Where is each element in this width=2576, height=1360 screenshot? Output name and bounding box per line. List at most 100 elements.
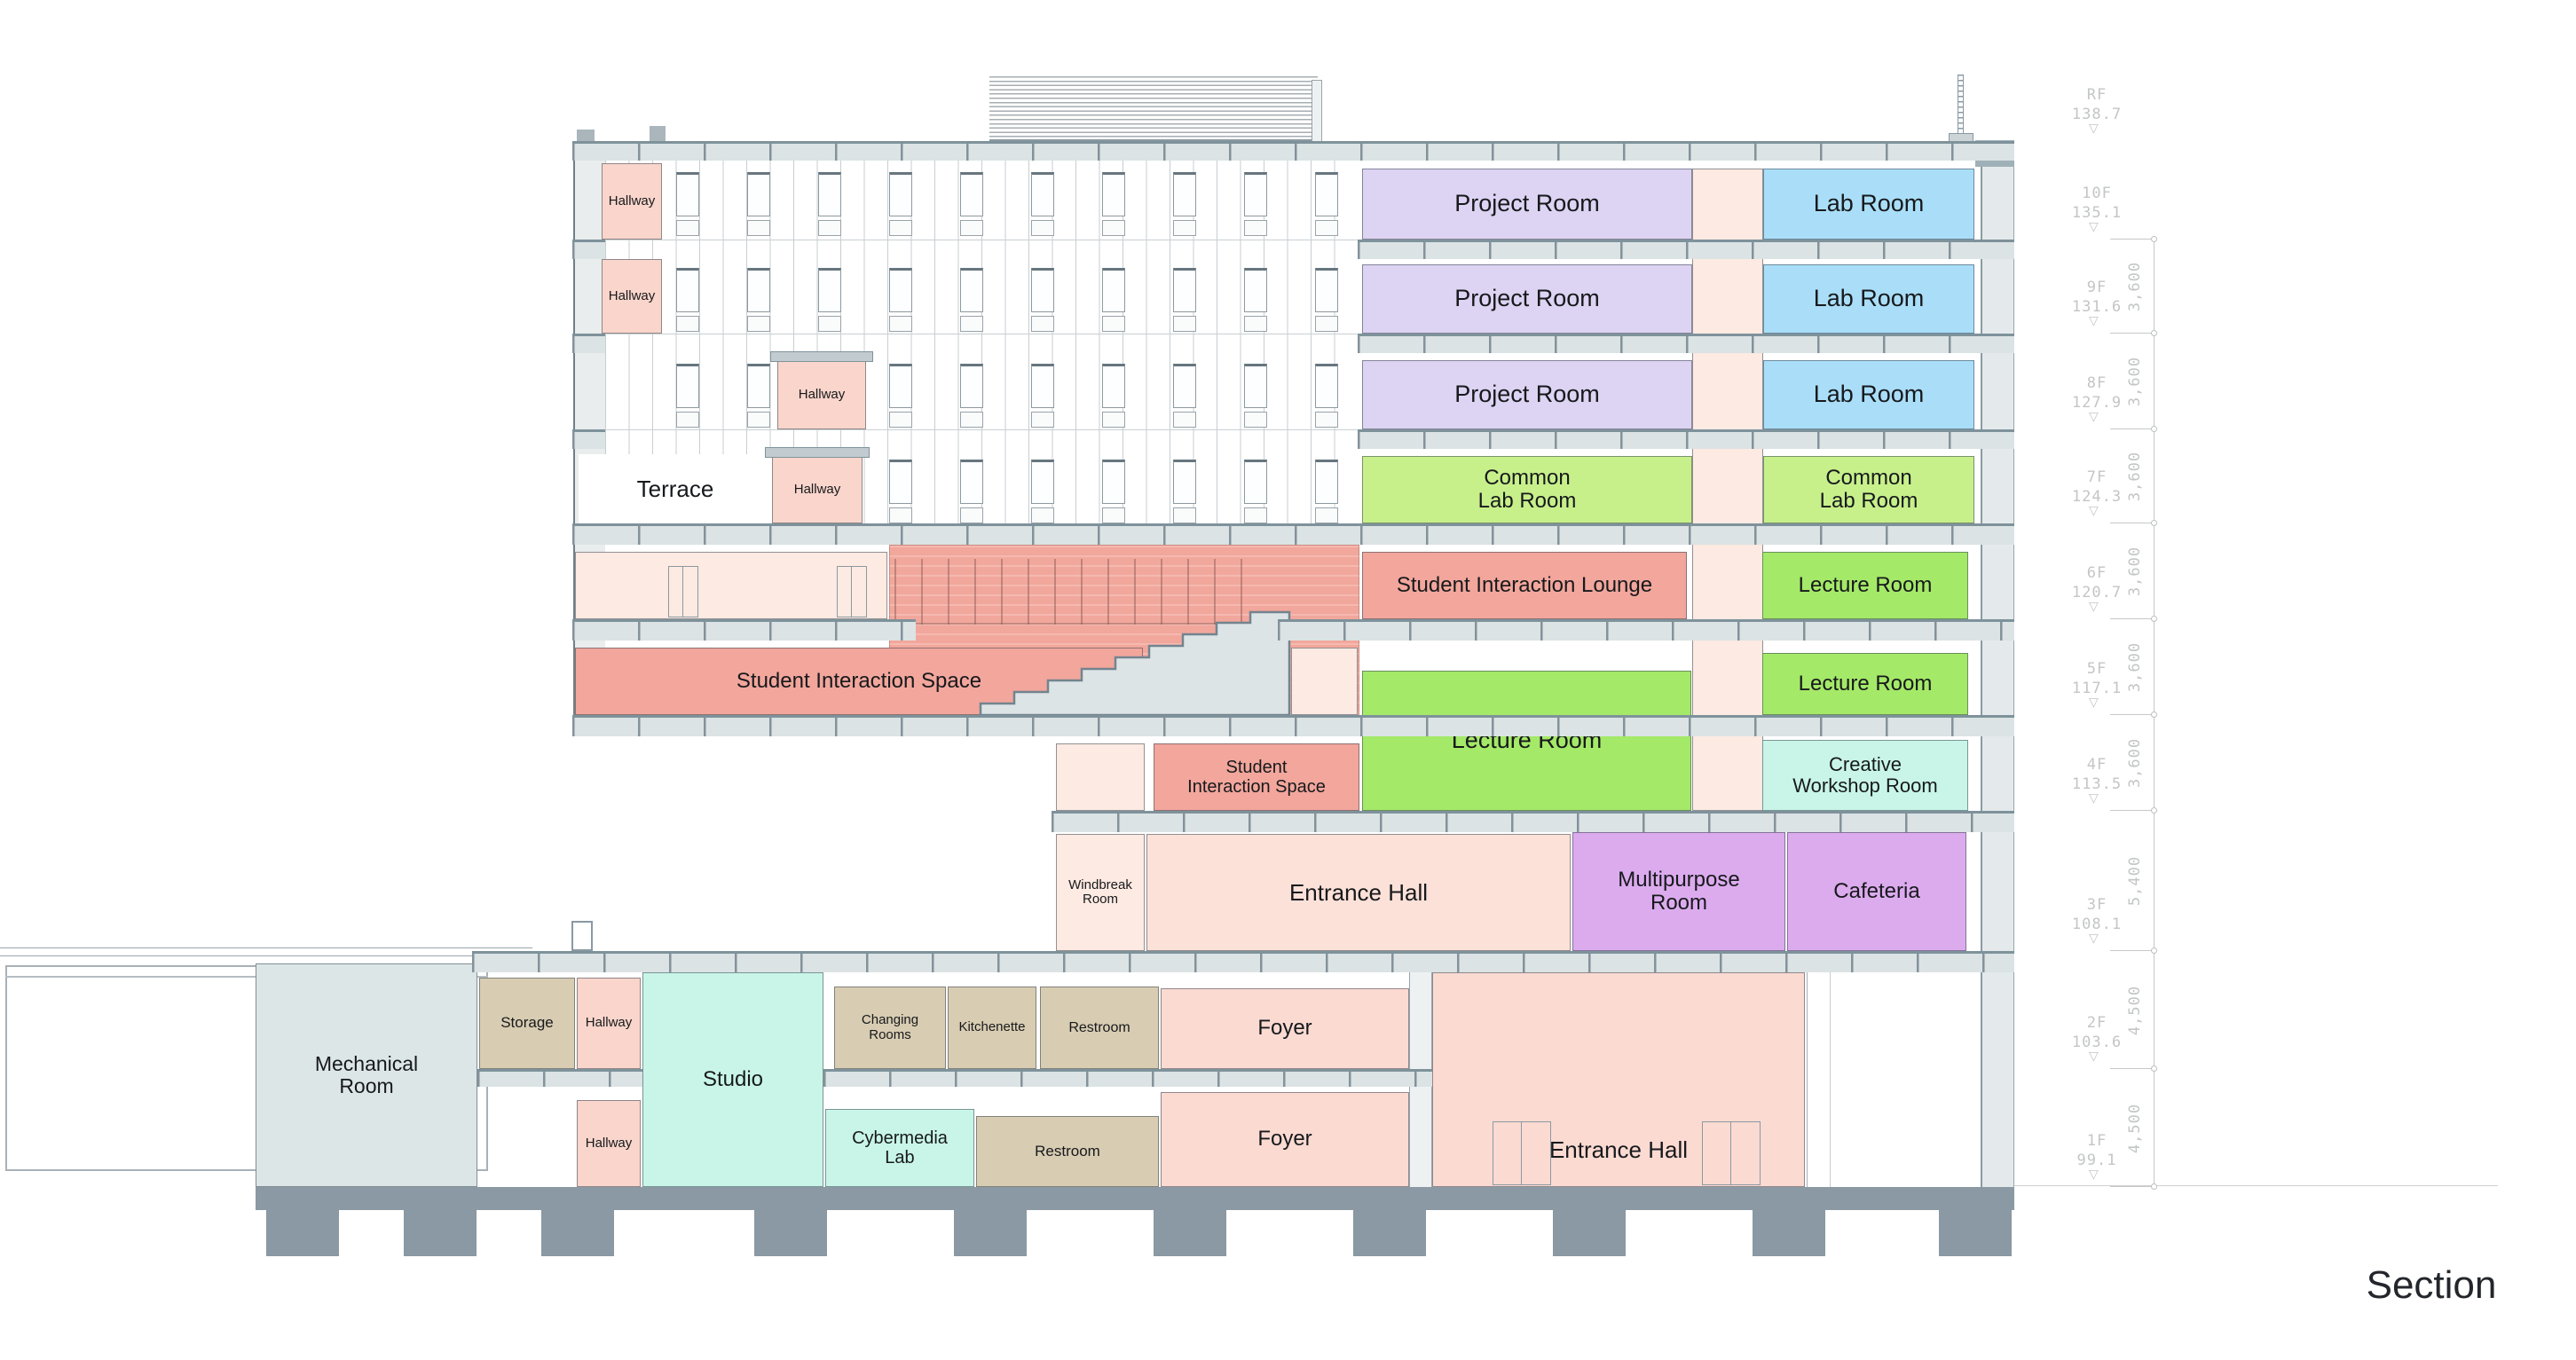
facade-window [1031, 460, 1054, 504]
level-node [2151, 236, 2157, 242]
level-elevation: 113.5 [2071, 775, 2123, 793]
facade-window-transom [889, 412, 912, 428]
level-datum-icon: ▽ [2089, 1167, 2099, 1182]
level-node [2151, 711, 2157, 718]
door-frame [1493, 1121, 1551, 1185]
footing-pier [541, 1208, 614, 1256]
facade-window [818, 172, 841, 216]
floor-slab [572, 240, 605, 259]
wall-line [1830, 972, 1831, 1187]
facade-window-transom [889, 507, 912, 523]
room-student-interaction-space-4f: Student Interaction Space [1154, 743, 1359, 811]
room-entrance-hall-3f: Entrance Hall [1146, 834, 1571, 951]
room-project-room-8f: Project Room [1362, 360, 1692, 429]
facade-window [1102, 172, 1125, 216]
room-label: Restroom [1035, 1142, 1100, 1160]
section-title: Section [2366, 1263, 2497, 1307]
room-shaft-4f [1056, 743, 1145, 811]
room-label: Lecture Room [1798, 572, 1933, 597]
room-label: Project Room [1454, 381, 1600, 408]
facade-window [960, 460, 983, 504]
facade-window-transom [1031, 316, 1054, 332]
facade-window [1173, 364, 1196, 408]
facade-window [1244, 460, 1267, 504]
facade-window [1031, 364, 1054, 408]
facade-window [1173, 460, 1196, 504]
floor-slab [823, 1069, 1432, 1087]
foundation-beam [256, 1187, 2014, 1210]
level-tick-line [2110, 950, 2155, 951]
level-name: 10F [2082, 185, 2112, 202]
level-node [2151, 947, 2157, 954]
facade-window-transom [960, 316, 983, 332]
facade-window [889, 364, 912, 408]
facade-window-transom [1173, 220, 1196, 236]
room-label: Hallway [585, 1135, 633, 1151]
ground-line [2014, 1185, 2498, 1186]
vent-stack [571, 921, 593, 951]
facade-window-transom [960, 220, 983, 236]
facade-window [1244, 364, 1267, 408]
room-label: Project Room [1454, 285, 1600, 312]
level-node [2151, 1065, 2157, 1072]
facade-window-transom [747, 220, 770, 236]
footing-pier [266, 1208, 339, 1256]
room-label: Cybermedia Lab [852, 1128, 948, 1167]
facade-window [1031, 268, 1054, 312]
facade-window [747, 364, 770, 408]
room-label: Multipurpose Room [1618, 867, 1740, 915]
facade-window-transom [1102, 316, 1125, 332]
footing-pier [1154, 1208, 1226, 1256]
hallway-roof-cap [765, 447, 870, 458]
room-label: Lab Room [1813, 285, 1925, 312]
room-label: Common Lab Room [1477, 465, 1577, 513]
facade-window-transom [1244, 316, 1267, 332]
room-label: Student Interaction Space [736, 668, 982, 693]
facade-window-transom [676, 412, 699, 428]
roof-louver-screen [989, 76, 1318, 141]
level-datum-icon: ▽ [2089, 122, 2099, 136]
floor-slab [572, 619, 916, 641]
level-name: 9F [2086, 279, 2107, 296]
level-elevation: 127.9 [2071, 394, 2123, 412]
room-label: Studio [702, 1066, 764, 1091]
room-windbreak-room: Windbreak Room [1056, 834, 1145, 951]
facade-window-transom [1102, 412, 1125, 428]
level-node [2151, 616, 2157, 622]
level-node [2151, 330, 2157, 336]
level-tick-line [2110, 428, 2155, 429]
level-elevation: 117.1 [2071, 680, 2123, 697]
footing-pier [954, 1208, 1027, 1256]
staircase [979, 610, 1291, 715]
level-elevation: 124.3 [2071, 488, 2123, 506]
facade-floor-line [605, 429, 1358, 430]
facade-window [747, 172, 770, 216]
floor-slab [1358, 240, 2014, 259]
level-datum-icon: ▽ [2089, 504, 2099, 518]
level-elevation: 103.6 [2071, 1034, 2123, 1051]
room-label: Creative Workshop Room [1792, 752, 1938, 797]
room-restroom-2f: Restroom [1040, 987, 1159, 1069]
level-datum-icon: ▽ [2089, 314, 2099, 328]
room-label: Hallway [585, 1015, 633, 1031]
room-label: Windbreak Room [1068, 877, 1132, 907]
facade-window [889, 460, 912, 504]
floor-slab [1278, 619, 2014, 641]
facade-window-transom [676, 316, 699, 332]
room-hallway-9f: Hallway [602, 259, 662, 334]
level-tick-line [2110, 333, 2155, 334]
footing-pier [1553, 1208, 1626, 1256]
facade-window [1315, 364, 1338, 408]
level-name: 5F [2086, 660, 2107, 678]
antenna-mast [1958, 75, 1964, 142]
room-project-room-10f: Project Room [1362, 169, 1692, 240]
facade-window-transom [1173, 412, 1196, 428]
level-name: RF [2086, 86, 2107, 104]
facade-window-transom [1244, 412, 1267, 428]
room-label: Storage [500, 1014, 554, 1032]
level-tick-line [2110, 714, 2155, 715]
floor-slab [572, 523, 2014, 545]
room-hallway-7f: Hallway [772, 456, 863, 523]
level-tick-line [2110, 618, 2155, 619]
